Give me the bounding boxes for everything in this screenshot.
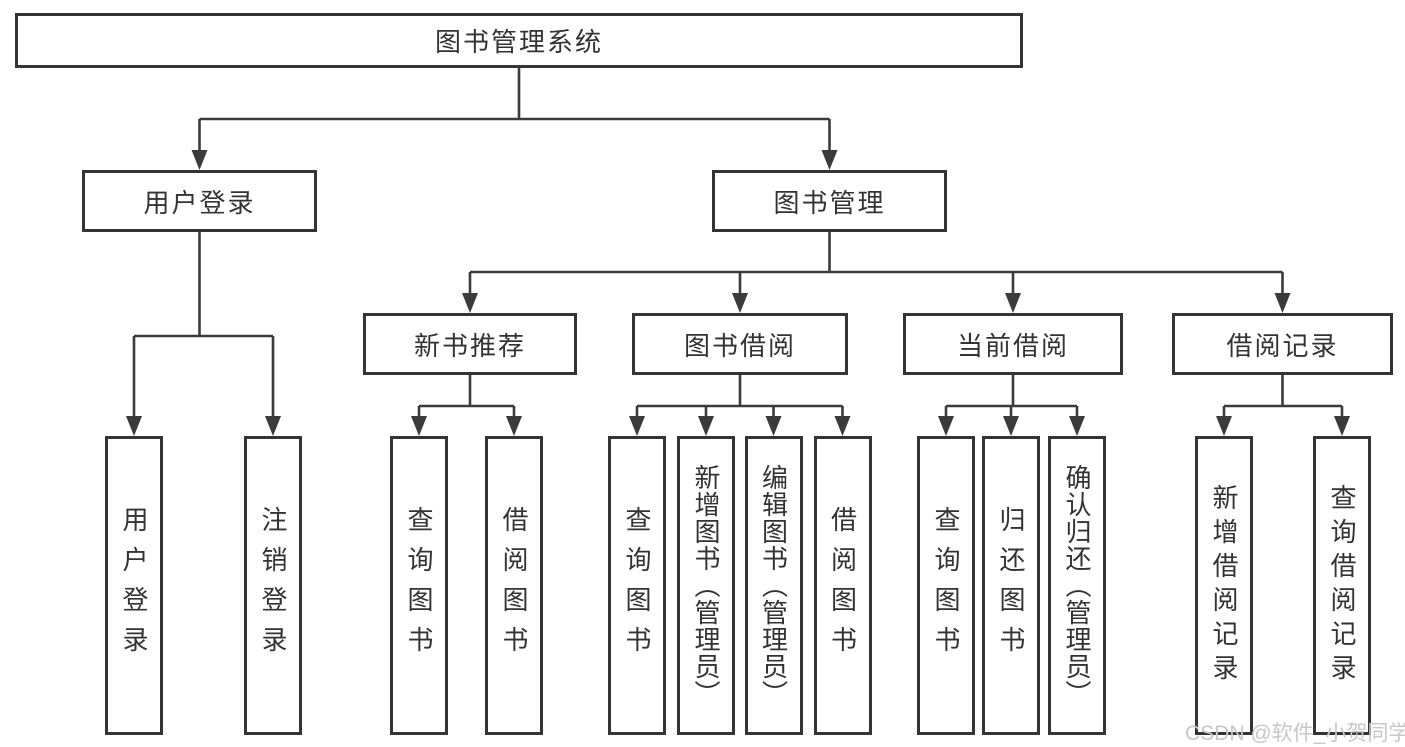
arrowhead-icons [126, 150, 1350, 436]
leaf-query-books-recommend: 查询图书 [390, 436, 448, 735]
connector-borrow-records-group [1222, 375, 1344, 419]
node-user-login: 用户登录 [82, 170, 317, 232]
node-new-book-recommendation: 新书推荐 [363, 313, 577, 375]
leaf-borrow-books: 借阅图书 [813, 436, 872, 735]
leaf-edit-books-admin: 编辑图书（管理员） [744, 436, 803, 735]
leaf-confirm-return-admin: 确认归还（管理员） [1048, 436, 1106, 735]
leaf-add-borrow-record: 新增借阅记录 [1195, 436, 1253, 735]
node-current-borrowing: 当前借阅 [903, 313, 1123, 375]
node-library-management-system: 图书管理系统 [15, 13, 1023, 68]
leaf-query-books-borrow: 查询图书 [608, 436, 666, 735]
leaf-query-books-current: 查询图书 [917, 436, 975, 735]
connector-user-login-group [132, 232, 275, 419]
leaf-return-books: 归还图书 [982, 436, 1040, 735]
leaf-borrow-books-recommend: 借阅图书 [485, 436, 543, 735]
connector-new-books-group [417, 375, 516, 419]
csdn-watermark: CSDN @软件_小贺同学 [1185, 722, 1405, 745]
leaf-query-borrow-record: 查询借阅记录 [1313, 436, 1371, 735]
connector-root-to-level2 [198, 68, 831, 153]
leaf-user-login: 用户登录 [105, 436, 163, 735]
leaf-logout: 注销登录 [244, 436, 302, 735]
node-book-management: 图书管理 [712, 170, 947, 232]
node-borrowing-records: 借阅记录 [1172, 313, 1393, 375]
connector-level2-to-level3 [468, 232, 1284, 296]
connector-current-borrow-group [944, 375, 1079, 419]
connector-book-borrow-group [635, 375, 844, 419]
node-book-borrowing: 图书借阅 [632, 313, 848, 375]
leaf-add-books-admin: 新增图书（管理员） [677, 436, 735, 735]
